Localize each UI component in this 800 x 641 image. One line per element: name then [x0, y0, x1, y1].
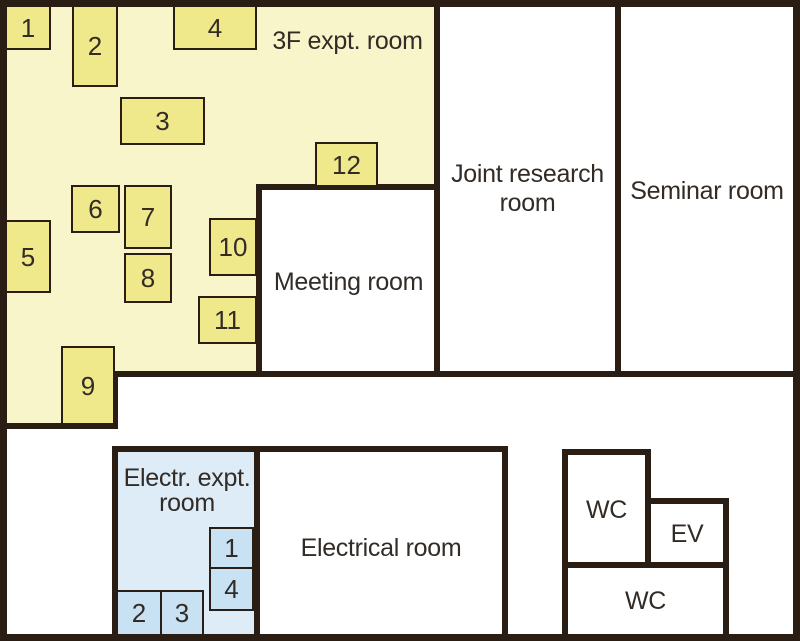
- equipment-box-12: 12: [315, 142, 378, 187]
- room-ev: [645, 498, 729, 568]
- equipment-box-11: 11: [198, 296, 257, 344]
- room-electrical: [254, 446, 508, 641]
- wall-step-horizontal: [0, 423, 118, 429]
- label-joint-research-room: Joint research room: [451, 160, 604, 217]
- equipment-box-3: 3: [120, 97, 205, 145]
- electr-equipment-box-4: 4: [209, 567, 254, 611]
- equipment-box-4: 4: [173, 5, 257, 50]
- label-meeting-room: Meeting room: [273, 268, 424, 296]
- label-wc-upper: WC: [585, 496, 628, 524]
- equipment-box-1: 1: [5, 5, 51, 50]
- equipment-box-8: 8: [124, 253, 172, 303]
- wall-outer-left: [0, 0, 7, 641]
- label-electrical-room: Electrical room: [300, 534, 462, 562]
- wall-corridor-top: [112, 371, 800, 377]
- electr-equipment-box-1: 1: [209, 527, 254, 569]
- electr-equipment-box-3: 3: [160, 590, 204, 636]
- wall-outer-bottom: [0, 634, 800, 641]
- label-seminar-room: Seminar room: [630, 177, 784, 205]
- label-expt-room: 3F expt. room: [272, 27, 423, 55]
- equipment-box-9: 9: [61, 346, 115, 425]
- equipment-box-2: 2: [72, 5, 118, 87]
- wall-outer-right: [793, 0, 800, 641]
- wall-outer-top: [0, 0, 800, 7]
- room-wc-lower: [562, 562, 729, 641]
- label-wc-lower: WC: [624, 587, 667, 615]
- equipment-box-5: 5: [5, 220, 51, 293]
- equipment-box-10: 10: [209, 218, 257, 276]
- electr-equipment-box-2: 2: [116, 590, 162, 636]
- equipment-box-6: 6: [71, 185, 120, 233]
- label-electr-expt-room: Electr. expt. room: [123, 464, 251, 517]
- label-ev: EV: [670, 520, 704, 548]
- room-meeting: [256, 184, 440, 377]
- wall-step-vertical: [112, 371, 118, 423]
- equipment-box-7: 7: [124, 185, 172, 249]
